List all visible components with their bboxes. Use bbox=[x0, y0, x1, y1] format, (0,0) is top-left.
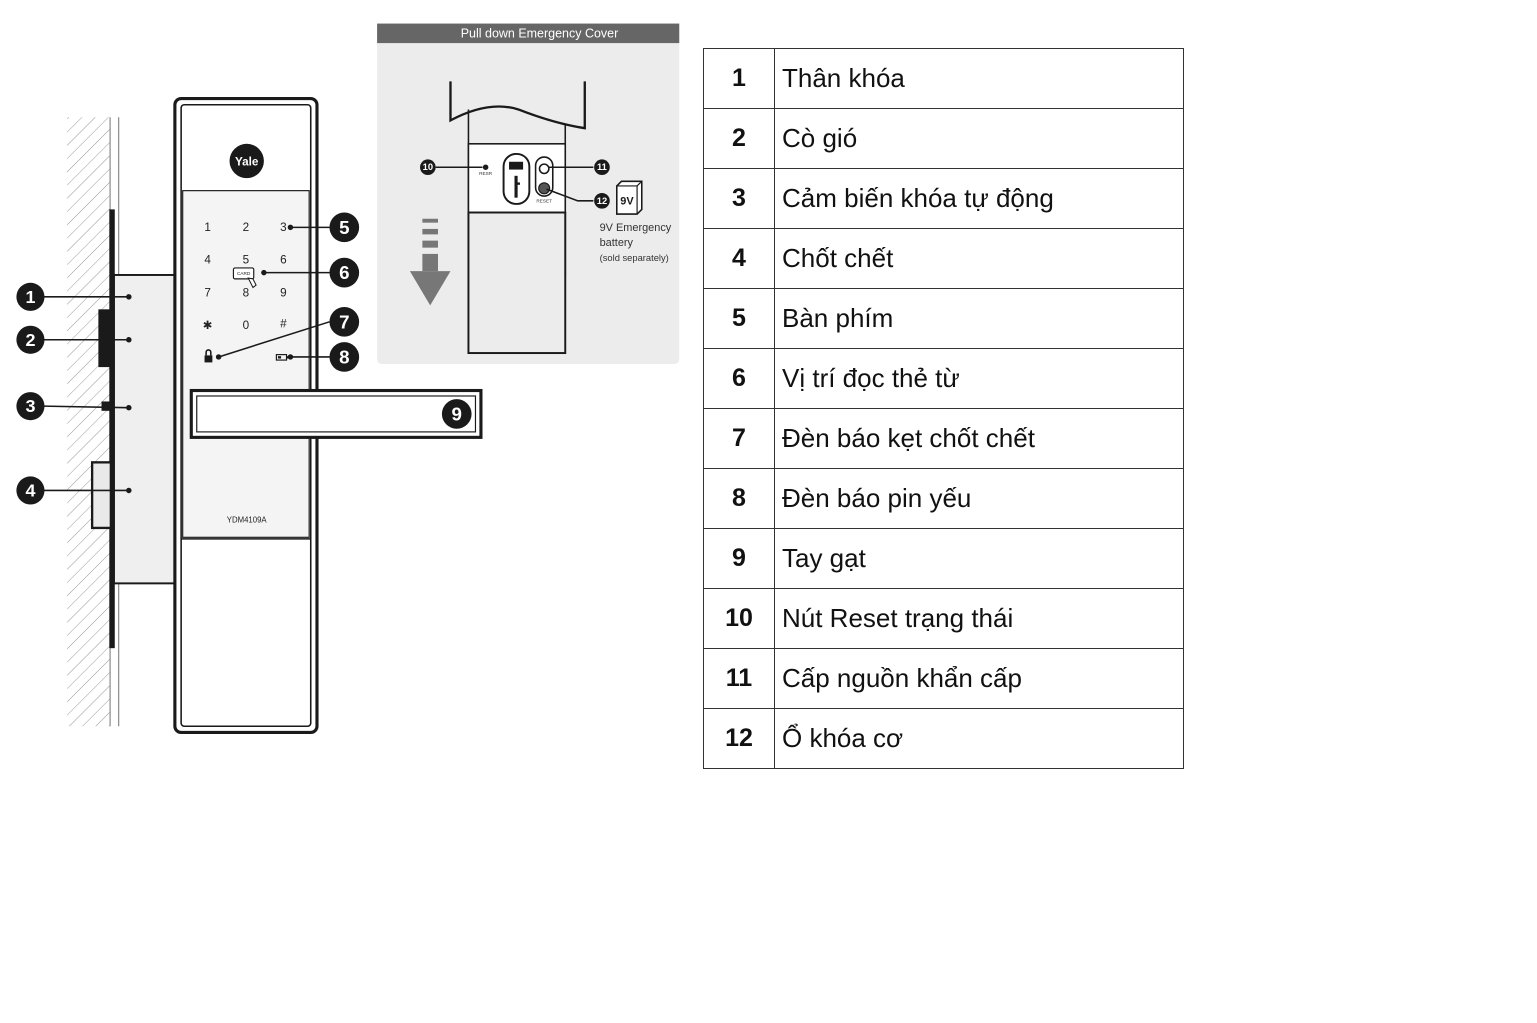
svg-text:8: 8 bbox=[339, 346, 349, 367]
svg-text:7: 7 bbox=[339, 311, 349, 332]
callout-6: 6 bbox=[329, 257, 360, 288]
svg-text:CARD: CARD bbox=[237, 271, 251, 276]
svg-text:11: 11 bbox=[597, 162, 607, 172]
key-star[interactable]: ✱ bbox=[203, 319, 213, 332]
key-cylinder-icon bbox=[502, 152, 531, 205]
callout-5: 5 bbox=[329, 212, 360, 243]
callout-leaders-right bbox=[215, 224, 330, 360]
svg-text:12: 12 bbox=[597, 196, 607, 206]
keypad[interactable]: 1 2 3 4 5 6 7 8 9 ✱ 0 # bbox=[203, 221, 287, 332]
callout-2: 2 bbox=[16, 325, 45, 354]
callout-9: 9 bbox=[441, 399, 472, 429]
card-reader-icon: CARD bbox=[232, 267, 257, 289]
callout-10: 10 bbox=[420, 159, 436, 176]
legend-number: 11 bbox=[703, 648, 775, 709]
legend-label: Nút Reset trạng thái bbox=[774, 588, 1184, 649]
svg-text:4: 4 bbox=[25, 480, 35, 500]
legend-label: Cấp nguồn khẩn cấp bbox=[774, 648, 1184, 709]
key-6[interactable]: 6 bbox=[280, 254, 287, 267]
reset-short-label: RESR bbox=[479, 171, 493, 176]
callout-11: 11 bbox=[594, 159, 610, 176]
callout-12: 12 bbox=[594, 192, 610, 209]
key-5[interactable]: 5 bbox=[243, 254, 250, 267]
key-2[interactable]: 2 bbox=[243, 221, 250, 234]
legend-label: Đèn báo kẹt chốt chết bbox=[774, 408, 1184, 469]
legend-number: 7 bbox=[703, 408, 775, 469]
legend-label: Cảm biến khóa tự động bbox=[774, 168, 1184, 229]
svg-text:5: 5 bbox=[339, 217, 349, 238]
callout-1: 1 bbox=[16, 282, 45, 311]
legend-label: Ổ khóa cơ bbox=[774, 708, 1184, 769]
legend-number: 8 bbox=[703, 468, 775, 529]
reset-label: RESET bbox=[536, 198, 552, 203]
svg-text:9: 9 bbox=[452, 403, 462, 424]
legend-label: Thân khóa bbox=[774, 48, 1184, 109]
key-3[interactable]: 3 bbox=[280, 221, 287, 234]
low-battery-icon bbox=[275, 354, 289, 361]
callout-7: 7 bbox=[329, 306, 360, 337]
key-7[interactable]: 7 bbox=[204, 286, 211, 299]
key-9[interactable]: 9 bbox=[280, 286, 287, 299]
legend-number: 6 bbox=[703, 348, 775, 409]
legend-label: Cò gió bbox=[774, 108, 1184, 169]
key-8[interactable]: 8 bbox=[243, 286, 250, 299]
callout-4: 4 bbox=[16, 476, 45, 505]
legend-number: 9 bbox=[703, 528, 775, 589]
yale-logo bbox=[229, 143, 264, 179]
legend-label: Đèn báo pin yếu bbox=[774, 468, 1184, 529]
emergency-header: Pull down Emergency Cover bbox=[461, 27, 619, 41]
battery-9v-icon: 9V bbox=[616, 180, 643, 215]
callout-3: 3 bbox=[16, 392, 45, 421]
legend-label: Tay gạt bbox=[774, 528, 1184, 589]
callout-leaders-left bbox=[43, 294, 132, 494]
svg-text:6: 6 bbox=[339, 262, 349, 283]
emergency-cover-panel: Pull down Emergency Cover RESR RESET 10 … bbox=[377, 23, 680, 364]
lever-handle[interactable] bbox=[189, 388, 483, 439]
legend-number: 1 bbox=[703, 48, 775, 109]
legend-label: Bàn phím bbox=[774, 288, 1184, 349]
pull-down-arrow-icon bbox=[409, 218, 451, 306]
key-0[interactable]: 0 bbox=[243, 319, 250, 332]
battery-caption-line1: 9V Emergency bbox=[600, 222, 672, 234]
legend-number: 10 bbox=[703, 588, 775, 649]
lock-diagram: Yale YDM4109A 1 2 3 4 5 6 7 8 9 ✱ 0 # CA… bbox=[16, 23, 680, 735]
svg-text:2: 2 bbox=[25, 330, 35, 350]
svg-text:9V: 9V bbox=[620, 196, 634, 208]
key-4[interactable]: 4 bbox=[204, 254, 211, 267]
lock-body bbox=[90, 209, 178, 649]
battery-caption-line2: battery bbox=[600, 237, 634, 249]
legend-number: 2 bbox=[703, 108, 775, 169]
emergency-power-port[interactable] bbox=[534, 156, 554, 197]
brand-text: Yale bbox=[235, 155, 259, 168]
svg-text:1: 1 bbox=[25, 287, 35, 307]
svg-text:10: 10 bbox=[423, 162, 433, 172]
battery-caption-line3: (sold separately) bbox=[600, 253, 669, 263]
legend-number: 12 bbox=[703, 708, 775, 769]
legend-number: 3 bbox=[703, 168, 775, 229]
legend-number: 5 bbox=[703, 288, 775, 349]
model-text: YDM4109A bbox=[227, 515, 268, 524]
legend-label: Chốt chết bbox=[774, 228, 1184, 289]
key-1[interactable]: 1 bbox=[204, 221, 211, 234]
padlock-icon bbox=[204, 349, 213, 363]
legend-label: Vị trí đọc thẻ từ bbox=[774, 348, 1184, 409]
svg-text:3: 3 bbox=[25, 396, 35, 416]
key-hash[interactable]: # bbox=[280, 318, 287, 331]
legend-number: 4 bbox=[703, 228, 775, 289]
reset-button[interactable] bbox=[482, 164, 489, 170]
callout-8: 8 bbox=[329, 342, 360, 372]
